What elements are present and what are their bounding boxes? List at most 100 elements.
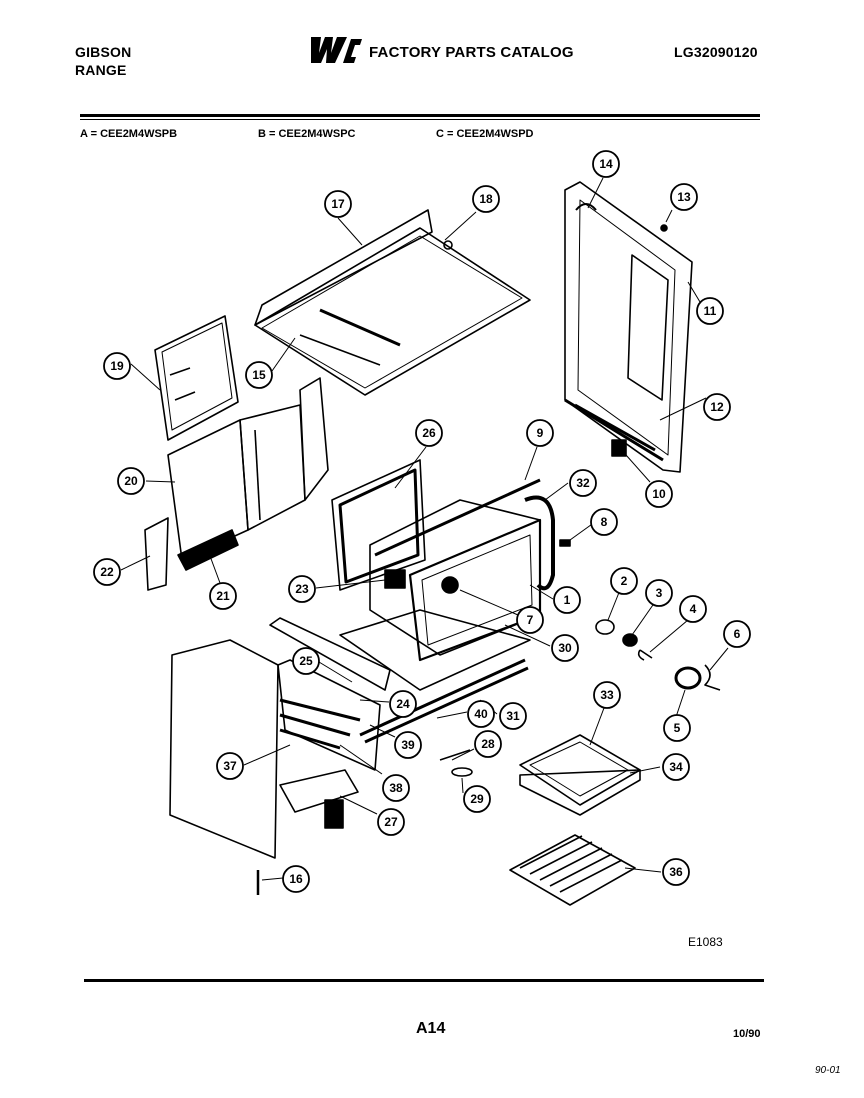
part-5 <box>674 666 702 690</box>
catalog-number: LG32090120 <box>674 44 758 60</box>
callout-label-37: 37 <box>223 759 237 773</box>
part-28 <box>439 749 471 761</box>
catalog-date: 10/90 <box>733 1028 761 1040</box>
model-b: B = CEE2M4WSPC <box>258 128 356 140</box>
callout-bubble-32 <box>569 469 597 497</box>
panel-19 <box>154 315 239 441</box>
footer-rule <box>84 979 764 982</box>
callout-label-24: 24 <box>396 697 410 711</box>
callout-bubble-22 <box>93 558 121 586</box>
callout-label-21: 21 <box>216 589 230 603</box>
part-29 <box>451 767 473 777</box>
top-panel <box>254 209 531 396</box>
callout-bubble-9 <box>526 419 554 447</box>
callout-label-31: 31 <box>506 709 520 723</box>
callout-label-38: 38 <box>389 781 403 795</box>
callout-label-28: 28 <box>481 737 495 751</box>
callout-label-30: 30 <box>558 641 572 655</box>
header-rule <box>80 114 760 117</box>
callout-bubble-38 <box>382 774 410 802</box>
callout-bubble-3 <box>645 579 673 607</box>
model-c: C = CEE2M4WSPD <box>436 128 534 140</box>
broiler-pan <box>519 734 641 816</box>
callout-label-6: 6 <box>734 627 741 641</box>
callout-bubble-40 <box>467 700 495 728</box>
part-21 <box>177 529 239 571</box>
callout-bubble-31 <box>499 702 527 730</box>
callout-bubble-28 <box>474 730 502 758</box>
callout-label-29: 29 <box>470 792 484 806</box>
callout-bubble-16 <box>282 865 310 893</box>
callout-label-25: 25 <box>299 654 313 668</box>
panel-20 <box>167 377 329 561</box>
callout-bubble-29 <box>463 785 491 813</box>
callout-label-26: 26 <box>422 426 436 440</box>
callout-label-18: 18 <box>479 192 493 206</box>
callout-label-32: 32 <box>576 476 590 490</box>
callout-bubble-39 <box>394 731 422 759</box>
callout-bubble-19 <box>103 352 131 380</box>
callout-bubble-30 <box>551 634 579 662</box>
callout-bubble-6 <box>723 620 751 648</box>
margin-note: 90-01 <box>815 1065 841 1076</box>
part-3 <box>622 633 638 647</box>
callout-bubble-36 <box>662 858 690 886</box>
callout-bubble-18 <box>472 185 500 213</box>
callout-label-40: 40 <box>474 707 488 721</box>
brand-name: GIBSON <box>75 44 132 60</box>
callout-bubble-27 <box>377 808 405 836</box>
callout-label-11: 11 <box>704 304 717 318</box>
callout-bubble-4 <box>679 595 707 623</box>
callout-bubble-21 <box>209 582 237 610</box>
part-10 <box>611 439 627 457</box>
callout-bubble-26 <box>415 419 443 447</box>
callout-label-34: 34 <box>669 760 683 774</box>
callout-bubble-14 <box>592 150 620 178</box>
part-22 <box>144 517 169 591</box>
callout-bubble-1 <box>553 586 581 614</box>
callout-label-16: 16 <box>289 872 303 886</box>
callout-label-17: 17 <box>331 197 345 211</box>
callout-label-4: 4 <box>690 602 697 616</box>
callout-bubble-11 <box>696 297 724 325</box>
drawing-id: E1083 <box>688 935 723 949</box>
oven-rack <box>509 834 636 906</box>
header-rule-thin <box>80 119 760 120</box>
callout-label-7: 7 <box>527 613 534 627</box>
callout-label-39: 39 <box>401 738 415 752</box>
callout-label-33: 33 <box>600 688 614 702</box>
part-8 <box>559 539 571 547</box>
callout-bubble-20 <box>117 467 145 495</box>
callout-label-27: 27 <box>384 815 398 829</box>
part-6 <box>704 664 721 691</box>
part-4 <box>637 649 653 661</box>
callout-bubble-10 <box>645 480 673 508</box>
callout-bubble-33 <box>593 681 621 709</box>
callout-bubble-24 <box>389 690 417 718</box>
wci-logo <box>311 37 362 63</box>
callout-bubble-2 <box>610 567 638 595</box>
callout-label-8: 8 <box>601 515 608 529</box>
callout-bubble-8 <box>590 508 618 536</box>
model-a: A = CEE2M4WSPB <box>80 128 178 140</box>
callout-label-23: 23 <box>295 582 309 596</box>
callout-label-5: 5 <box>674 721 681 735</box>
callout-bubble-37 <box>216 752 244 780</box>
product-name: RANGE <box>75 62 127 78</box>
callout-label-12: 12 <box>710 400 724 414</box>
callout-label-2: 2 <box>621 574 628 588</box>
part-13 <box>660 224 668 232</box>
callout-label-20: 20 <box>124 474 138 488</box>
page-number: A14 <box>416 1020 446 1037</box>
side-panel <box>564 181 693 473</box>
callout-bubble-25 <box>292 647 320 675</box>
part-2 <box>595 619 615 635</box>
callout-bubble-15 <box>245 361 273 389</box>
catalog-title: FACTORY PARTS CATALOG <box>369 44 574 61</box>
drawer-frame <box>269 609 531 744</box>
callout-bubble-13 <box>670 183 698 211</box>
callout-label-3: 3 <box>656 586 663 600</box>
callout-label-15: 15 <box>252 368 266 382</box>
